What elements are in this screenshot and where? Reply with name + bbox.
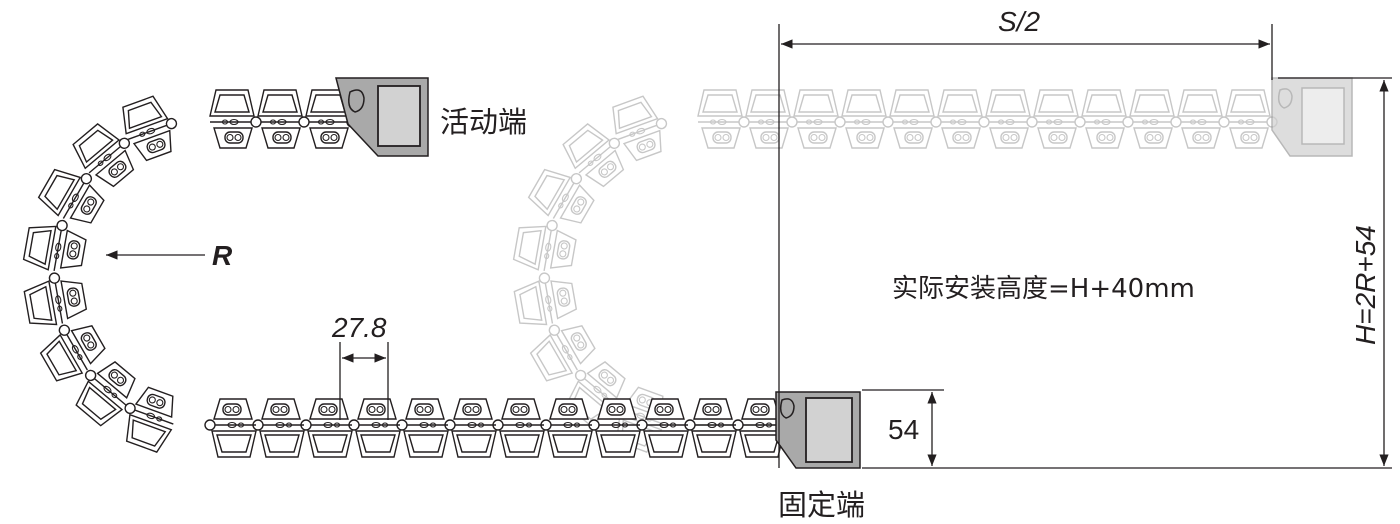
ghost-chain-retracted — [512, 89, 1278, 458]
chain-link — [841, 89, 894, 149]
chain-link — [588, 398, 641, 458]
chain-link — [122, 95, 178, 162]
chain-link — [985, 89, 1038, 149]
chain-link — [745, 89, 798, 149]
chain-link — [305, 89, 358, 149]
chain-link — [252, 398, 305, 458]
chain-link — [492, 398, 545, 458]
chain-link — [348, 398, 401, 458]
chain-link — [22, 219, 87, 271]
chain-link — [513, 272, 578, 326]
ghost-moving-end-bracket — [1271, 77, 1353, 157]
chain-link — [793, 89, 846, 149]
chain-link — [937, 89, 990, 149]
chain-link — [1225, 89, 1278, 149]
chain-link — [444, 398, 497, 458]
chain-link — [204, 398, 257, 458]
chain-link — [257, 89, 310, 149]
link-height-label: 54 — [888, 414, 920, 445]
chain-link — [75, 361, 136, 427]
chain-link — [1033, 89, 1086, 149]
chain-link — [72, 123, 135, 188]
chain-link — [512, 219, 577, 271]
chain-link — [39, 324, 106, 382]
moving-end-label: 活动端 — [440, 105, 528, 139]
chain-link — [1081, 89, 1134, 149]
chain-link — [527, 168, 595, 224]
chain-link — [1177, 89, 1230, 149]
half-stroke-label: S/2 — [998, 6, 1041, 37]
pitch-label: 27.8 — [332, 312, 387, 343]
height-formula-label: H=2R+54 — [1350, 225, 1381, 345]
chain-link — [562, 123, 625, 188]
dimension-lines — [106, 24, 1392, 469]
chain-link — [889, 89, 942, 149]
chain-link — [209, 89, 262, 149]
chain-link — [684, 398, 737, 458]
chain-link — [1129, 89, 1182, 149]
fixed-end-bracket — [775, 391, 861, 469]
install-height-label: 实际安装高度=H+40mm — [892, 274, 1195, 304]
chain-link — [124, 386, 174, 453]
chain-link — [697, 89, 750, 149]
chain-link — [540, 398, 593, 458]
chain-link — [636, 398, 689, 458]
chain-link — [37, 168, 105, 224]
fixed-end-label: 固定端 — [778, 488, 866, 522]
chain-link — [396, 398, 449, 458]
chain-link — [732, 398, 785, 458]
chain-extended — [22, 89, 785, 458]
chain-link — [300, 398, 353, 458]
moving-end-bracket — [335, 77, 429, 157]
radius-label: R — [212, 240, 233, 271]
chain-link — [529, 324, 596, 382]
chain-link — [612, 95, 668, 162]
chain-link — [23, 272, 88, 326]
